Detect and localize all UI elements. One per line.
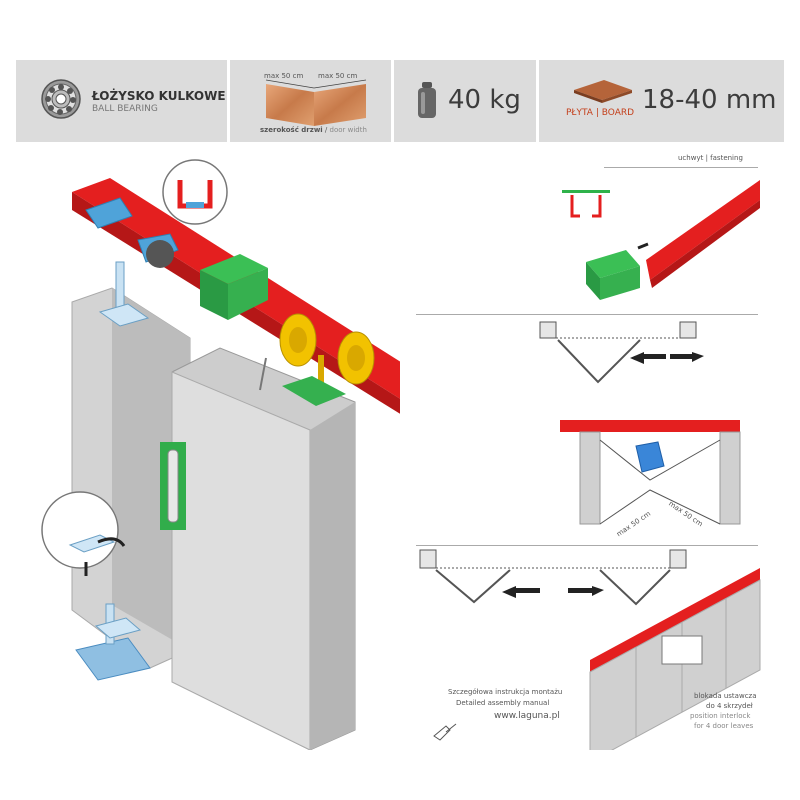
manual-url-link[interactable]: www.laguna.pl [494,711,560,721]
board-icon [574,80,632,103]
zoom-bottom-guide [41,491,119,569]
zoom-rail-profile [162,159,228,225]
fastening-label: uchwyt | fastening [678,154,743,162]
green-bracket [200,270,228,320]
folding-diagram-4-doors [419,549,687,606]
detail-illustrations [419,180,761,750]
fastening-profile [562,190,610,218]
door-top-plate [282,376,346,406]
bearing-title: ŁOŻYSKO KULKOWE [92,89,226,103]
door-width-left-max: max 50 cm [264,72,304,80]
tool-icon [433,723,457,741]
door-width-icon [265,79,367,126]
main-assembly-illustration [41,159,400,750]
ball-bearing-icon [41,79,81,119]
weight-value: 40 kg [448,85,521,115]
interlock-line2: do 4 skrzydeł [706,702,753,710]
spec-bar: ŁOŻYSKO KULKOWE BALL BEARING max 50 cm m… [16,60,784,142]
weight-icon [418,82,436,118]
corner-diagram [560,420,741,525]
board-label: PŁYTA | BOARD [566,108,635,118]
board-value: 18-40 mm [642,85,777,115]
fastening-rail [646,180,760,280]
interlock-line4: for 4 door leaves [694,722,754,730]
interlock-line1: blokada ustawcza [694,692,757,700]
interlock-doors [589,568,761,750]
door-width-caption: szerokość drzwi / door width [260,126,367,134]
pivot-plate-top [85,197,133,229]
fastening-green-bracket [586,242,649,300]
door-width-right-max: max 50 cm [318,72,358,80]
bearing-wheels [279,313,375,395]
manual-line-pl: Szczegółowa instrukcja montażu [448,688,563,696]
interlock-line3: position interlock [690,712,751,720]
bearing-subtitle: BALL BEARING [92,104,158,114]
manual-line-en: Detailed assembly manual [456,699,550,707]
folding-diagram-2-doors [539,321,704,384]
